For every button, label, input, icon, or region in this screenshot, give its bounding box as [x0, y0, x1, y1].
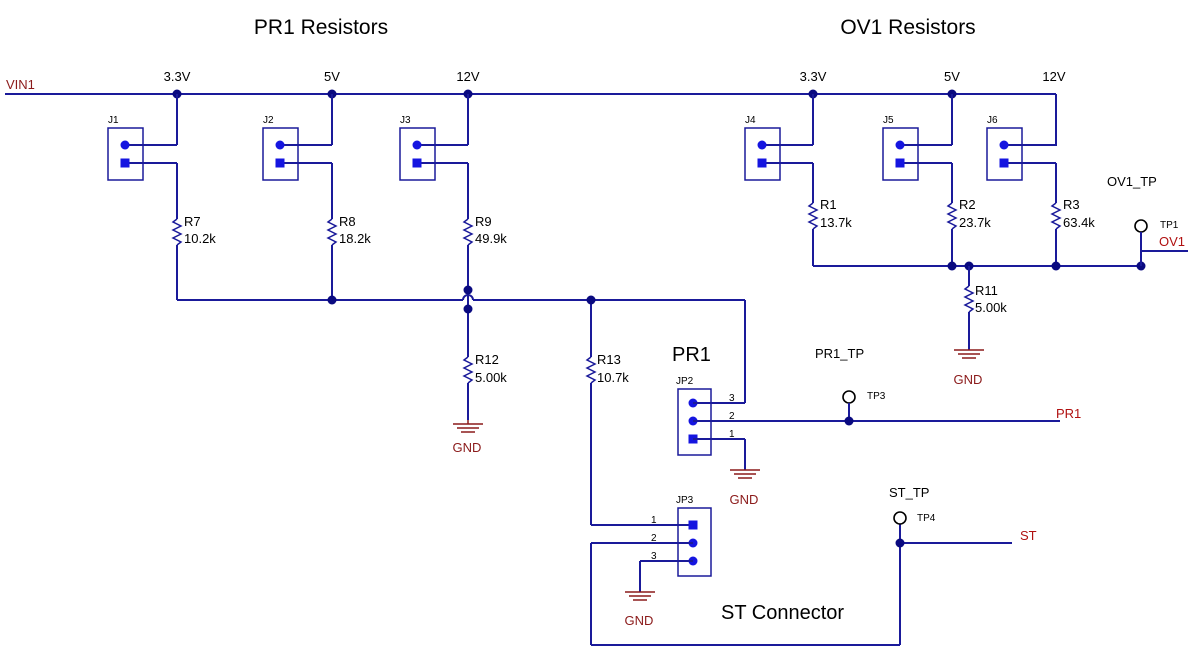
r8-ref: R8 — [339, 214, 356, 229]
j5-label: J5 — [883, 115, 894, 126]
gnd-label: GND — [453, 440, 482, 455]
jumper-j5 — [882, 94, 953, 181]
j6-label: J6 — [987, 115, 998, 126]
gnd-label: GND — [625, 613, 654, 628]
testpoint-tp4 — [893, 511, 907, 525]
resistor-r3 — [1050, 202, 1062, 230]
r11-value: 5.00k — [975, 300, 1007, 315]
r1-ref: R1 — [820, 197, 837, 212]
r2-ref: R2 — [959, 197, 976, 212]
resistor-r9 — [462, 218, 474, 246]
resistor-r12 — [462, 356, 474, 384]
st-tp-label: ST_TP — [889, 485, 929, 500]
tap-label-12v-ov1: 12V — [1042, 69, 1065, 84]
junction-node — [1051, 261, 1061, 271]
jumper-j2 — [262, 94, 333, 181]
r13-ref: R13 — [597, 352, 621, 367]
jp2-pin-1: 1 — [729, 429, 735, 440]
r11-ref: R11 — [975, 283, 998, 298]
tap-label-5v-pr1: 5V — [324, 69, 340, 84]
vin1-net-label: VIN1 — [6, 77, 35, 92]
testpoint-tp3 — [842, 390, 856, 404]
r1-value: 13.7k — [820, 215, 852, 230]
ground-symbol — [453, 420, 483, 433]
r13-value: 10.7k — [597, 370, 629, 385]
r7-ref: R7 — [184, 214, 201, 229]
tp4-ref: TP4 — [917, 513, 936, 524]
jp2-pin-3: 3 — [729, 393, 735, 404]
tp3-ref: TP3 — [867, 391, 886, 402]
tap-label-3v3-pr1: 3.3V — [164, 69, 191, 84]
st-connector-title: ST Connector — [721, 602, 844, 624]
junction-node — [463, 285, 473, 295]
junction-node — [327, 295, 337, 305]
r12-ref: R12 — [475, 352, 499, 367]
r3-ref: R3 — [1063, 197, 1080, 212]
resistor-r8 — [326, 218, 338, 246]
ground-symbol — [625, 591, 655, 601]
jp2-label: JP2 — [676, 376, 694, 387]
jumper-j4 — [744, 94, 814, 181]
header-jp2 — [677, 388, 1060, 470]
jp3-pin-2: 2 — [651, 533, 657, 544]
st-loop-wire — [590, 524, 1012, 646]
tap-label-3v3-ov1: 3.3V — [800, 69, 827, 84]
gnd-label: GND — [954, 372, 983, 387]
r8-value: 18.2k — [339, 231, 371, 246]
resistor-r2 — [946, 202, 958, 230]
r2-value: 23.7k — [959, 215, 991, 230]
tap-label-12v-pr1: 12V — [456, 69, 479, 84]
vin1-rail — [5, 93, 1057, 146]
r7-value: 10.2k — [184, 231, 216, 246]
jp3-label: JP3 — [676, 495, 694, 506]
r3-value: 63.4k — [1063, 215, 1095, 230]
ground-symbol — [954, 349, 984, 359]
testpoint-tp1 — [1134, 219, 1148, 233]
jp2-pin-2: 2 — [729, 411, 735, 422]
ov1-resistors-title: OV1 Resistors — [840, 16, 975, 39]
junction-node — [844, 416, 854, 426]
pr1-header-title: PR1 — [672, 344, 711, 366]
j1-label: J1 — [108, 115, 119, 126]
pr1-divider-bus — [177, 290, 746, 403]
j2-label: J2 — [263, 115, 274, 126]
tp1-ref: TP1 — [1160, 220, 1179, 231]
j3-label: J3 — [400, 115, 411, 126]
tap-label-5v-ov1: 5V — [944, 69, 960, 84]
ov1-net-label: OV1 — [1159, 234, 1185, 249]
junction-node — [463, 304, 473, 314]
jp3-pin-1: 1 — [651, 515, 657, 526]
r9-value: 49.9k — [475, 231, 507, 246]
j4-label: J4 — [745, 115, 756, 126]
resistor-r1 — [807, 202, 819, 230]
junction-node — [895, 538, 905, 548]
jumper-j6 — [986, 127, 1056, 181]
ov1-tp-label: OV1_TP — [1107, 174, 1157, 189]
junction-node — [947, 261, 957, 271]
r9-ref: R9 — [475, 214, 492, 229]
jp3-pin-3: 3 — [651, 551, 657, 562]
jumper-j1 — [107, 94, 178, 181]
resistor-r7 — [171, 218, 183, 246]
jumper-j3 — [399, 94, 469, 181]
gnd-label: GND — [730, 492, 759, 507]
r12-value: 5.00k — [475, 370, 507, 385]
st-net-label: ST — [1020, 528, 1037, 543]
pr1-net-label: PR1 — [1056, 406, 1081, 421]
header-jp3 — [591, 507, 712, 592]
resistor-r11 — [963, 285, 975, 313]
pr1-resistors-title: PR1 Resistors — [254, 16, 388, 39]
ground-symbol — [730, 469, 760, 479]
junction-node — [586, 295, 596, 305]
pr1-tp-label: PR1_TP — [815, 346, 864, 361]
resistor-r13 — [585, 356, 597, 384]
